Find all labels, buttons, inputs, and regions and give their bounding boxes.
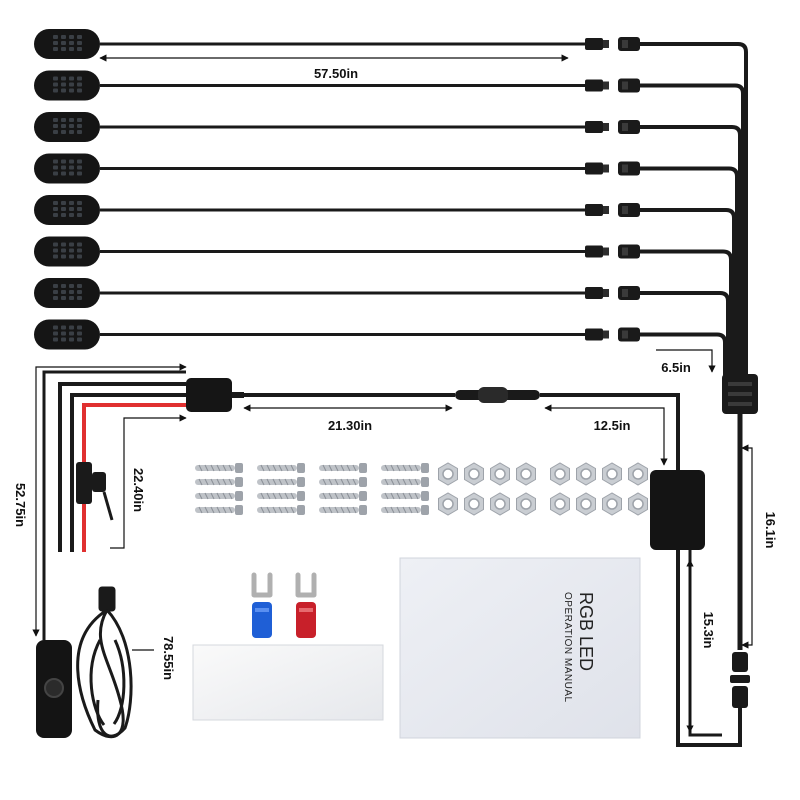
screw <box>319 477 367 487</box>
screw <box>195 491 243 501</box>
led-pod <box>34 319 640 350</box>
screw <box>257 491 305 501</box>
nut <box>628 492 648 516</box>
led-pod <box>34 70 640 101</box>
screw <box>257 505 305 515</box>
screw <box>195 463 243 473</box>
hub-output-connector <box>676 395 750 747</box>
screw-set <box>195 463 429 515</box>
led-pod-group <box>34 29 640 350</box>
screw <box>195 477 243 487</box>
led-pod <box>34 153 640 184</box>
screw <box>319 463 367 473</box>
nut <box>550 462 570 486</box>
dim-fuse-lead: 22.40in <box>131 468 146 512</box>
screw <box>319 491 367 501</box>
dim-controller-to-plug: 15.3in <box>701 612 716 649</box>
led-pod <box>34 195 640 225</box>
screw <box>381 491 429 501</box>
branch-wire <box>638 166 739 378</box>
nut <box>602 462 622 486</box>
manual-title: RGB LED <box>576 592 596 671</box>
adhesive-pad-box <box>192 644 384 721</box>
coiled-usb-cable <box>76 586 133 739</box>
nut <box>438 492 458 516</box>
nut <box>628 462 648 486</box>
nut <box>516 462 536 486</box>
fork-terminal-red <box>295 572 317 638</box>
nut <box>550 492 570 516</box>
nut-set <box>438 462 648 516</box>
led-pod <box>34 236 640 267</box>
nut <box>438 462 458 486</box>
screw <box>319 505 367 515</box>
nut <box>576 462 596 486</box>
led-pod <box>34 278 640 308</box>
dim-branch: 6.5in <box>661 360 691 375</box>
branch-wire <box>638 249 733 378</box>
controller-box <box>540 393 722 737</box>
branch-wire <box>638 125 742 378</box>
screw <box>257 463 305 473</box>
led-pod <box>34 112 640 142</box>
dim-switch-lead: 52.75in <box>13 483 28 527</box>
screw <box>381 505 429 515</box>
branch-wire <box>638 42 748 378</box>
dim-controller-lead: 12.5in <box>594 418 631 433</box>
fork-terminal-blue <box>251 572 273 638</box>
branch-wire <box>638 83 745 378</box>
screw <box>257 477 305 487</box>
nut <box>490 462 510 486</box>
branch-wire <box>638 208 736 378</box>
dim-power-lead: 21.30in <box>328 418 372 433</box>
splitter-branch-wires <box>638 42 748 378</box>
nut <box>464 492 484 516</box>
dim-controller-to-hub: 16.1in <box>763 512 778 549</box>
dim-usb-cable: 78.55in <box>161 636 176 680</box>
nut <box>602 492 622 516</box>
dimension-lines <box>32 54 753 733</box>
led-pod <box>34 29 640 59</box>
screw <box>381 463 429 473</box>
branch-wire <box>638 332 727 378</box>
nut <box>576 492 596 516</box>
dim-pod-cable: 57.50in <box>314 66 358 81</box>
operation-manual: RGB LED OPERATION MANUAL <box>399 557 641 739</box>
fuse-holder <box>76 462 114 552</box>
branch-wire <box>638 291 730 378</box>
inline-connector <box>455 387 540 403</box>
nut <box>516 492 536 516</box>
nut <box>464 462 484 486</box>
splitter-hub <box>722 374 758 650</box>
screw <box>381 477 429 487</box>
nut <box>490 492 510 516</box>
manual-subtitle: OPERATION MANUAL <box>562 592 573 703</box>
screw <box>195 505 243 515</box>
